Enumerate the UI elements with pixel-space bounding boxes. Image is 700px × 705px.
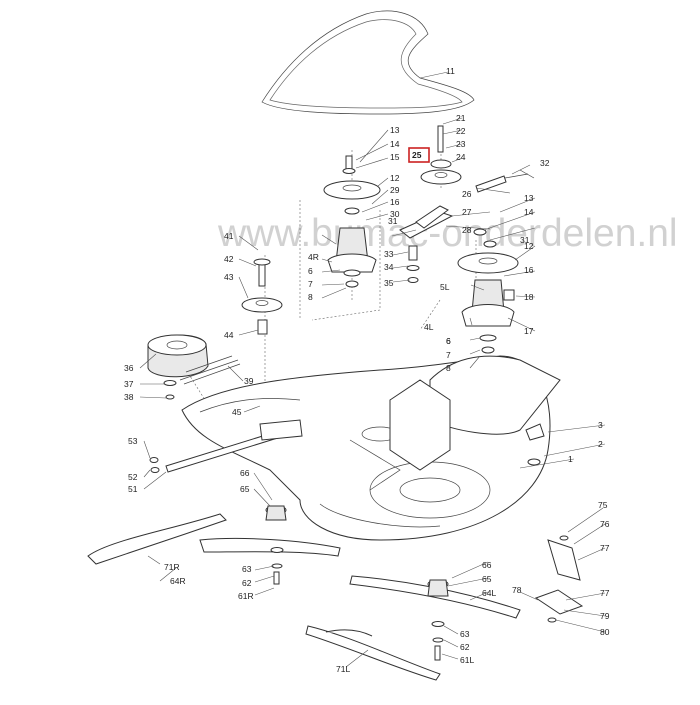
- part-label: 27: [462, 207, 472, 217]
- part-label: 61L: [460, 655, 474, 665]
- part-label: 5L: [440, 282, 450, 292]
- part-label: 8: [308, 292, 313, 302]
- part-label: 3: [598, 420, 603, 430]
- part-label: 6: [446, 336, 451, 346]
- part-label: 16: [524, 265, 534, 275]
- drive-belt: [261, 10, 475, 115]
- part-label: 76: [600, 519, 610, 529]
- part-label: 12: [524, 241, 534, 251]
- part-label: 64R: [170, 576, 186, 586]
- part-label: 4L: [424, 322, 434, 332]
- part-label: 4R: [308, 252, 319, 262]
- part-label: 52: [128, 472, 138, 482]
- part-labels: 112122232413141512293031164R678322627283…: [124, 66, 610, 674]
- part-label: 51: [128, 484, 138, 494]
- part-label: 41: [224, 231, 234, 241]
- part-label: 30: [390, 209, 400, 219]
- spindle-4R: [323, 155, 381, 288]
- part-label: 53: [128, 436, 138, 446]
- spindle-4L: [457, 228, 519, 354]
- highlighted-part-label: 25: [412, 150, 422, 160]
- part-label: 13: [390, 125, 400, 135]
- part-label: 26: [462, 189, 472, 199]
- blade-64L: [349, 575, 521, 661]
- blade-71L: [305, 625, 441, 681]
- part-label: 77: [600, 543, 610, 553]
- part-label: 80: [600, 627, 610, 637]
- part-label: 77: [600, 588, 610, 598]
- electric-clutch: [147, 334, 241, 400]
- part-label: 31: [520, 235, 530, 245]
- part-label: 39: [244, 376, 254, 386]
- part-label: 7: [446, 350, 451, 360]
- part-label: 37: [124, 379, 134, 389]
- part-label: 18: [524, 292, 534, 302]
- part-label: 34: [384, 262, 394, 272]
- part-label: 29: [390, 185, 400, 195]
- part-label: 23: [456, 139, 466, 149]
- part-label: 14: [390, 139, 400, 149]
- part-label: 17: [524, 326, 534, 336]
- part-label: 71L: [336, 664, 350, 674]
- part-label: 44: [224, 330, 234, 340]
- part-label: 14: [524, 207, 534, 217]
- part-label: 8: [446, 363, 451, 373]
- part-label: 6: [308, 266, 313, 276]
- part-label: 45: [232, 407, 242, 417]
- part-label: 33: [384, 249, 394, 259]
- part-label: 13: [524, 193, 534, 203]
- part-label: 36: [124, 363, 134, 373]
- part-label: 32: [540, 158, 550, 168]
- part-label: 2: [598, 439, 603, 449]
- part-label: 11: [446, 66, 455, 76]
- part-label: 15: [390, 152, 400, 162]
- part-label: 64L: [482, 588, 496, 598]
- idler-assembly: [399, 125, 535, 283]
- part-label: 66: [482, 560, 492, 570]
- part-label: 16: [390, 197, 400, 207]
- lift-rod: [149, 419, 303, 473]
- deflector-assembly: [534, 535, 584, 623]
- leader-lines: [139, 71, 606, 668]
- blade-71R: [87, 505, 341, 585]
- part-label: 62: [242, 578, 252, 588]
- part-label: 28: [462, 225, 472, 235]
- part-label: 79: [600, 611, 610, 621]
- part-label: 1: [568, 454, 573, 464]
- part-label: 38: [124, 392, 134, 402]
- part-label: 63: [242, 564, 252, 574]
- part-label: 42: [224, 254, 234, 264]
- part-label: 22: [456, 126, 466, 136]
- part-label: 78: [512, 585, 522, 595]
- part-label: 31: [388, 216, 398, 226]
- part-label: 66: [240, 468, 250, 478]
- part-label: 61R: [238, 591, 254, 601]
- part-label: 71R: [164, 562, 180, 572]
- part-label: 7: [308, 279, 313, 289]
- mower-deck: [181, 355, 561, 541]
- part-label: 21: [456, 113, 466, 123]
- part-label: 75: [598, 500, 608, 510]
- part-label: 65: [240, 484, 250, 494]
- part-label: 65: [482, 574, 492, 584]
- part-label: 6: [446, 336, 451, 346]
- part-label: 12: [390, 173, 400, 183]
- highlight-box: [408, 147, 430, 163]
- part-label: 63: [460, 629, 470, 639]
- watermark-text: www.bumac-onderdelen.nl: [217, 212, 678, 255]
- part-label: 62: [460, 642, 470, 652]
- part-label: 43: [224, 272, 234, 282]
- part-label: 24: [456, 152, 466, 162]
- part-label: 35: [384, 278, 394, 288]
